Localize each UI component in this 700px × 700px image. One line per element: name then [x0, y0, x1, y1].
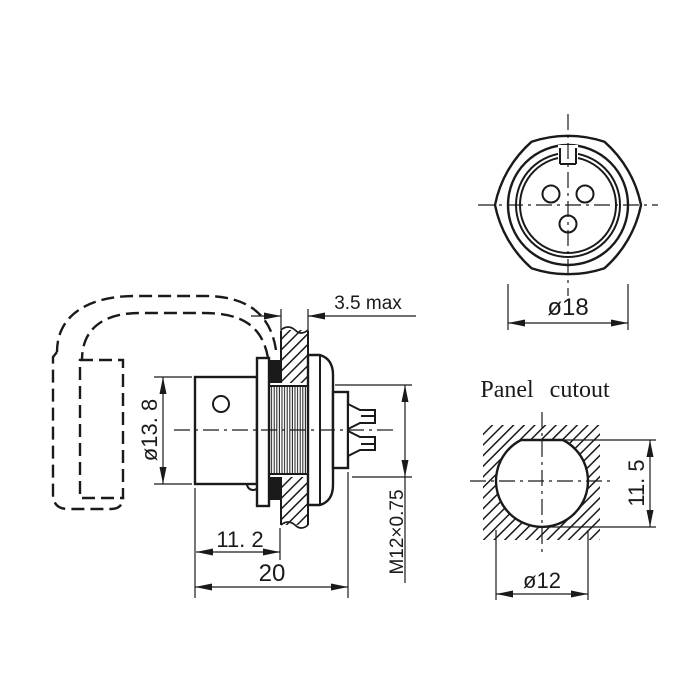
- pin-1: [541, 184, 561, 204]
- dim-outer-diameter: ø18: [507, 284, 629, 330]
- dim-label-cutout-diameter: ø12: [523, 568, 561, 593]
- dim-label-cutout-height: 11. 5: [624, 459, 649, 506]
- arrowhead: [159, 377, 167, 394]
- dim-panel-thickness: 3.5 max: [251, 293, 416, 331]
- dim-cutout-diameter: ø12: [495, 530, 589, 600]
- dim-total-length: 20: [195, 472, 349, 598]
- dim-cutout-height: 11. 5: [545, 439, 656, 528]
- panel-hatch-top: [281, 330, 308, 383]
- cap-strap-outer: [55, 294, 278, 353]
- arrowhead: [195, 583, 212, 591]
- arrowhead: [646, 510, 654, 527]
- arrowhead: [159, 467, 167, 484]
- cutout-centerlines: [470, 412, 612, 552]
- arrowhead: [331, 583, 348, 591]
- arrowhead: [571, 590, 588, 598]
- dim-label-panel-thickness: 3.5 max: [334, 293, 402, 314]
- cap-strap-inner: [80, 311, 270, 361]
- side-view: 3.5 max ø13. 8 11. 2 20: [51, 293, 416, 598]
- locating-hole: [212, 395, 230, 413]
- dim-thread: M12×0.75: [335, 384, 412, 583]
- dim-body-diameter: ø13. 8: [137, 376, 192, 485]
- cap-inner-outline: [78, 358, 125, 500]
- solder-pin-upper: [347, 402, 376, 431]
- pin-2: [575, 184, 595, 204]
- panel-cutout-view: Panel cutout 11. 5 ø12: [470, 377, 656, 600]
- panel-cutout-title: Panel cutout: [480, 377, 610, 403]
- dim-label-thread: M12×0.75: [387, 489, 408, 574]
- arrowhead: [646, 440, 654, 457]
- flange: [255, 356, 271, 508]
- front-view: ø18: [478, 114, 658, 330]
- arrowhead: [264, 312, 281, 320]
- dim-front-length: 11. 2: [194, 488, 281, 598]
- gasket-bottom: [269, 477, 281, 500]
- arrowhead: [611, 319, 628, 327]
- protective-cap: [51, 294, 278, 511]
- arrowhead: [263, 548, 280, 556]
- arrowhead: [308, 312, 325, 320]
- dim-label-front-length: 11. 2: [216, 527, 263, 552]
- panel-break-edge-top: [280, 326, 309, 334]
- panel-break-edge-bottom: [280, 521, 309, 529]
- solder-pin-lower: [347, 429, 376, 458]
- arrowhead: [401, 460, 409, 477]
- dim-label-body-diameter: ø13. 8: [137, 399, 162, 461]
- dim-label-total-length: 20: [259, 560, 286, 587]
- panel-hatch-bottom: [281, 477, 308, 525]
- front-view-centerlines: [478, 114, 658, 296]
- cap-outline: [51, 351, 125, 511]
- arrowhead: [401, 385, 409, 402]
- arrowhead: [508, 319, 525, 327]
- arrowhead: [196, 548, 213, 556]
- gasket-top: [269, 360, 281, 383]
- dim-label-od18: ø18: [547, 294, 588, 321]
- arrowhead: [496, 590, 513, 598]
